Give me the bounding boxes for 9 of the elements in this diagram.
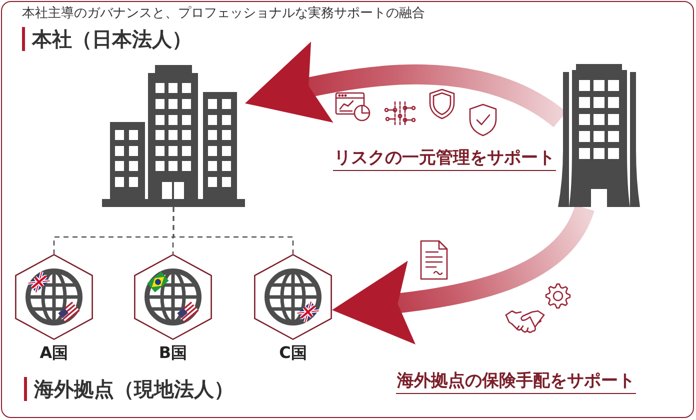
section-heading: 本社（日本法人） (22, 27, 192, 51)
dashed-connector (172, 207, 294, 254)
edge-label: 海外拠点の保険手配をサポート (396, 369, 636, 394)
country-label: A国 (40, 343, 68, 363)
country-label: C国 (279, 343, 307, 363)
section-heading: 海外拠点（現地法人） (24, 377, 234, 401)
title: 本社主導のガバナンスと、プロフェッショナルな実務サポートの融合 (22, 5, 425, 23)
country-label: B国 (158, 343, 188, 363)
edge-label: リスクの一元管理をサポート (333, 146, 556, 171)
